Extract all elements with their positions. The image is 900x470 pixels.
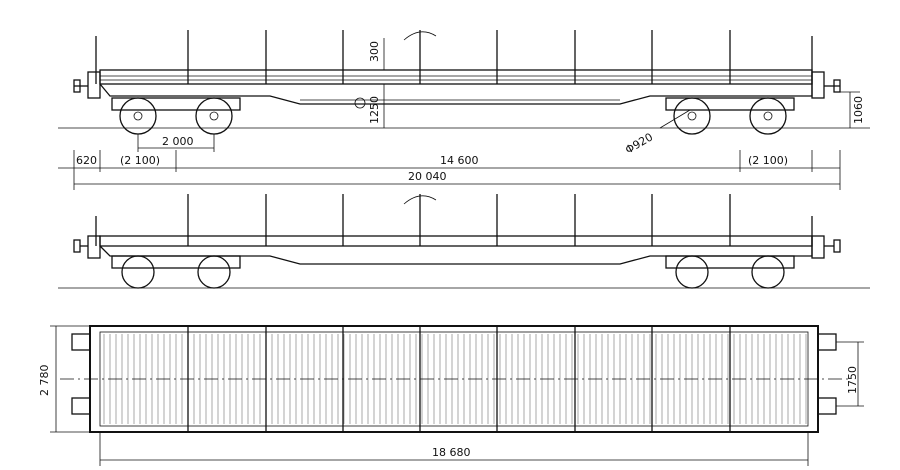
dim-overhang: 620 <box>76 154 97 167</box>
fish-belly-underframe-2 <box>99 245 813 265</box>
dim-bogie-pitch-right: (2 100) <box>748 154 788 167</box>
dim-bogie-wheelbase: 2 000 <box>162 135 194 148</box>
dim-body-length: 18 680 <box>432 446 471 459</box>
dim-body-width: 2 780 <box>38 365 51 397</box>
dim-wheel-diameter: Φ920 <box>623 131 655 157</box>
fish-belly-underframe <box>99 83 813 105</box>
dim-length-over-buffers: 20 040 <box>408 170 447 183</box>
stakes-top <box>95 30 813 84</box>
dim-stake-height: 300 <box>368 41 381 62</box>
left-headstock <box>87 71 101 99</box>
dim-buffer-spacing: 1750 <box>846 366 859 394</box>
deck-side-frame-2 <box>99 235 813 247</box>
side-view-top: 300 1250 1060 Φ920 2 000 620 (2 100) 14 … <box>58 30 870 190</box>
brake-handwheel <box>354 97 366 109</box>
dim-rail-to-floor: 1060 <box>852 96 865 124</box>
dim-frame-height: 1250 <box>368 96 381 124</box>
deck-side-frame <box>99 69 813 85</box>
plan-view: 2 780 1750 18 680 <box>38 325 864 466</box>
right-bogie-top <box>665 97 795 135</box>
right-bogie-middle <box>665 255 795 289</box>
right-headstock <box>811 71 825 99</box>
stake-swing-arrow <box>403 31 437 41</box>
dim-bogie-pitch-left: (2 100) <box>120 154 160 167</box>
dim-bogie-centres: 14 600 <box>440 154 479 167</box>
left-bogie-middle <box>111 255 241 289</box>
side-view-middle <box>58 194 870 289</box>
stake-swing-arrow-2 <box>403 195 437 205</box>
stakes-middle <box>95 194 813 246</box>
left-bogie-top <box>111 97 241 135</box>
plan-buffers <box>71 333 837 415</box>
